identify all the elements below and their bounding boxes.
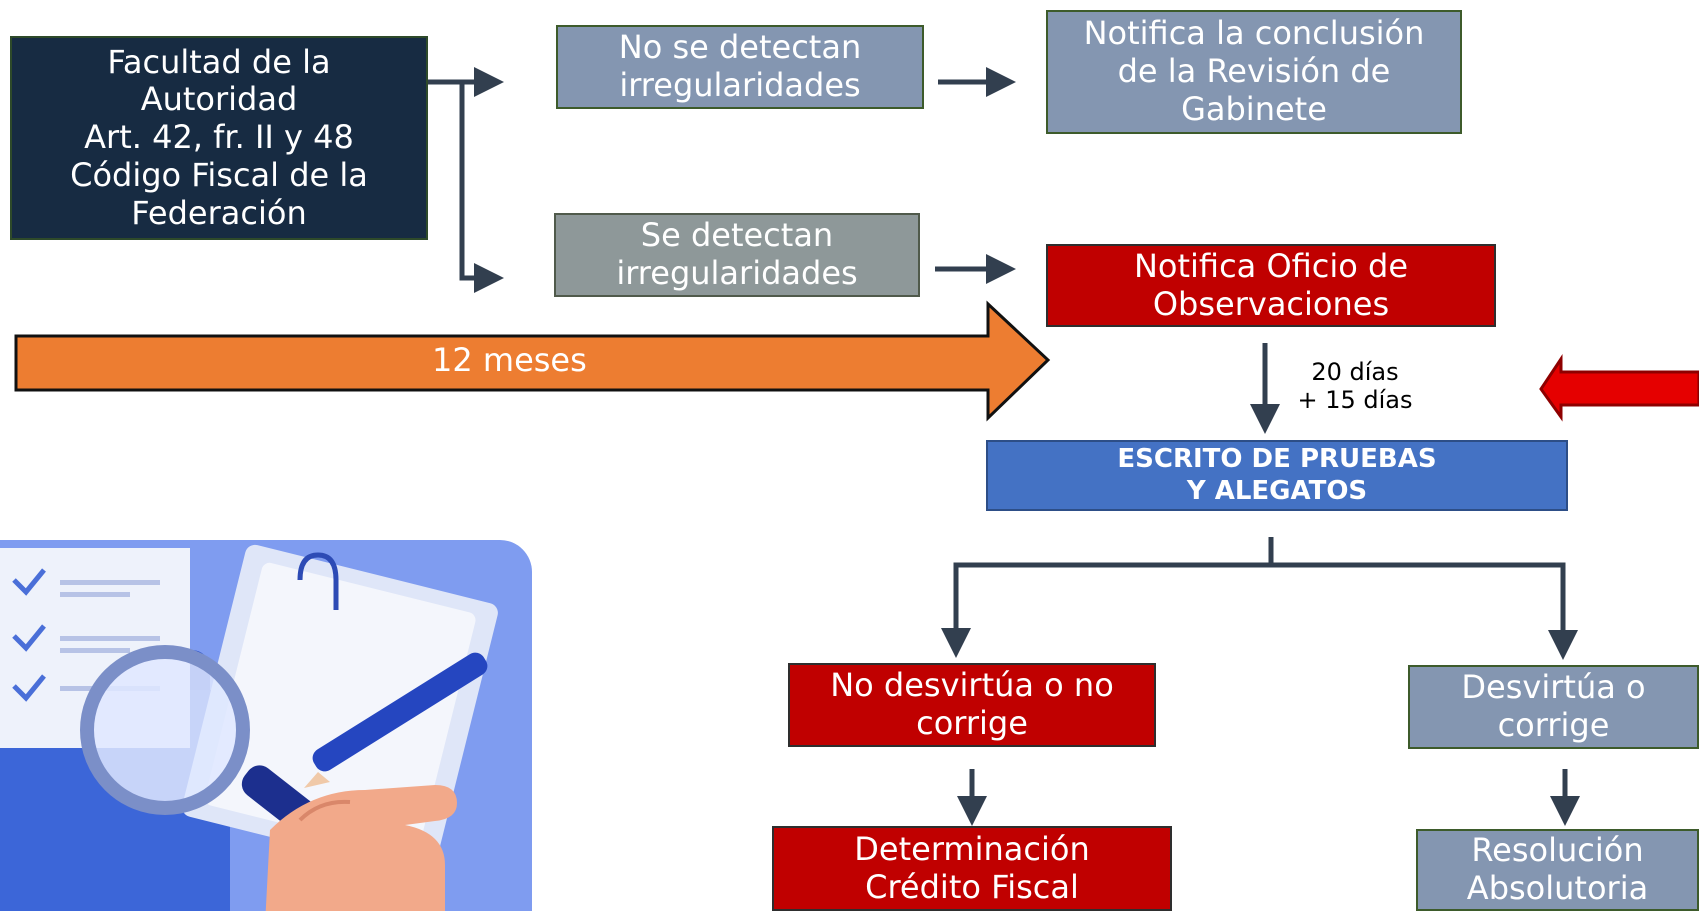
- connector-brief-split-right: [1271, 562, 1578, 660]
- months-label: 12 meses: [432, 341, 587, 379]
- not-refuted-box: No desvirtúa o no corrige: [788, 663, 1156, 747]
- notify-observations-box: Notifica Oficio de Observaciones: [1046, 244, 1496, 327]
- red-arrow: [1539, 354, 1699, 422]
- days-label: 20 días + 15 días: [1297, 358, 1413, 414]
- authority-box: Facultad de la Autoridad Art. 42, fr. II…: [10, 36, 428, 240]
- hand-icon: [265, 785, 457, 911]
- pencil-icon: [304, 652, 488, 788]
- refuted-box: Desvirtúa o corrige: [1408, 665, 1699, 749]
- evidence-brief-box: ESCRITO DE PRUEBAS Y ALEGATOS: [986, 440, 1568, 511]
- notify-conclusion-box: Notifica la conclusión de la Revisión de…: [1046, 10, 1462, 134]
- tax-credit-box: Determinación Crédito Fiscal: [772, 826, 1172, 911]
- irregularities-box: Se detectan irregularidades: [554, 213, 920, 297]
- months-arrow: [14, 300, 1051, 422]
- connector-brief-split: [941, 537, 1274, 658]
- no-irregularities-box: No se detectan irregularidades: [556, 25, 924, 109]
- audit-illustration: [0, 540, 532, 911]
- connector-authority-split: [459, 82, 504, 293]
- acquittal-box: Resolución Absolutoria: [1416, 829, 1699, 911]
